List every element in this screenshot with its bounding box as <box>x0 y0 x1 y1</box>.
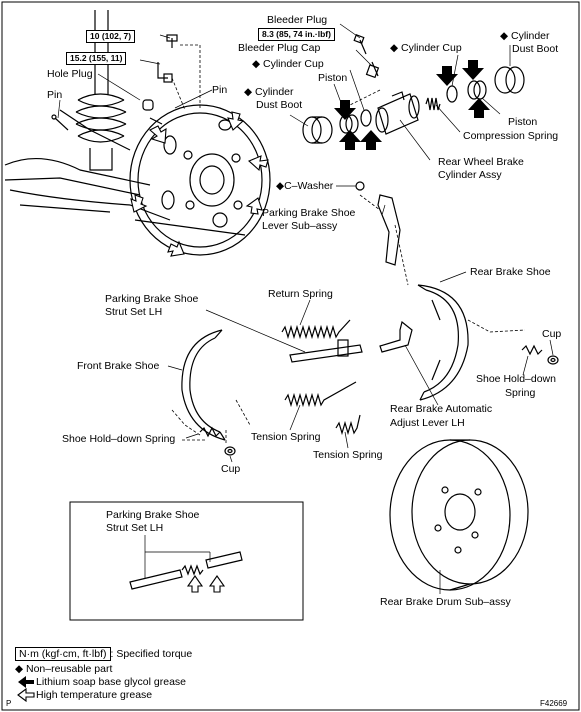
label-bleeder-plug: Bleeder Plug <box>267 14 328 26</box>
label-tension-spring-1: Tension Spring <box>251 431 321 443</box>
label-parking-lever-1: Parking Brake Shoe <box>262 207 356 219</box>
label-cylinder-dust-boot-right-2: Dust Boot <box>512 43 559 55</box>
label-tension-spring-2: Tension Spring <box>313 449 383 461</box>
label-parking-strut-1: Parking Brake Shoe <box>105 293 199 305</box>
torque-spec-3: 8.3 (85, 74 in.·lbf) <box>258 28 335 41</box>
label-shoe-holddown-right-1: Shoe Hold–down <box>476 373 556 385</box>
label-parking-strut-2: Strut Set LH <box>105 306 163 318</box>
label-pin-left: Pin <box>47 89 63 101</box>
rear-brake-shoe-drawing <box>417 284 469 401</box>
label-rear-wheel-cylinder-1: Rear Wheel Brake <box>438 156 524 168</box>
label-cylinder-cup-top: ◆ Cylinder Cup <box>390 42 462 54</box>
label-return-spring: Return Spring <box>268 288 333 300</box>
label-adjust-lever-2: Adjust Lever LH <box>390 417 465 429</box>
strut-spring-drawing <box>4 10 171 221</box>
label-hole-plug: Hole Plug <box>47 68 93 80</box>
label-inset-strut-2: Strut Set LH <box>106 522 164 534</box>
corner-mark: P <box>6 699 12 708</box>
label-rear-drum: Rear Brake Drum Sub–assy <box>380 596 511 608</box>
label-pin-top: Pin <box>212 84 228 96</box>
torque-spec-2: 15.2 (155, 11) <box>66 52 127 65</box>
figure-code: F42669 <box>540 699 568 708</box>
legend-high-temp-grease: High temperature grease <box>36 689 153 701</box>
brake-drum-drawing <box>389 439 529 591</box>
label-cylinder-cup-mid: ◆ Cylinder Cup <box>252 58 324 70</box>
label-inset-strut-1: Parking Brake Shoe <box>106 509 200 521</box>
label-cup-left: Cup <box>221 463 241 475</box>
label-cylinder-dust-boot-right-1: ◆ Cylinder <box>500 30 550 42</box>
label-compression-spring: Compression Spring <box>463 130 559 142</box>
label-piston-right: Piston <box>508 116 538 128</box>
label-shoe-holddown-right-2: Spring <box>505 387 536 399</box>
label-rear-wheel-cylinder-2: Cylinder Assy <box>438 169 502 181</box>
label-cylinder-dust-boot-left-2: Dust Boot <box>256 99 303 111</box>
legend-torque-box: N·m (kgf·cm, ft·lbf) <box>15 647 111 661</box>
label-cylinder-dust-boot-left-1: ◆ Cylinder <box>244 86 294 98</box>
label-c-washer: ◆C–Washer <box>276 180 334 192</box>
label-front-brake-shoe: Front Brake Shoe <box>77 360 160 372</box>
label-adjust-lever-1: Rear Brake Automatic <box>390 403 493 415</box>
front-brake-shoe-drawing <box>181 329 226 441</box>
label-shoe-holddown-left: Shoe Hold–down Spring <box>62 433 176 445</box>
legend-nonreusable: ◆ Non–reusable part <box>15 663 113 675</box>
torque-spec-1: 10 (102, 7) <box>86 30 136 43</box>
label-parking-lever-2: Lever Sub–assy <box>262 220 338 232</box>
label-piston-left: Piston <box>318 72 348 84</box>
backing-plate-drawing <box>59 104 271 256</box>
legend-lithium-grease: Lithium soap base glycol grease <box>36 676 187 688</box>
legend-torque-text: : Specified torque <box>110 648 193 660</box>
label-rear-brake-shoe: Rear Brake Shoe <box>470 266 551 278</box>
label-cup-right: Cup <box>542 328 562 340</box>
label-bleeder-plug-cap: Bleeder Plug Cap <box>238 42 321 54</box>
legend-torque: N·m (kgf·cm, ft·lbf): Specified torque <box>15 647 193 661</box>
